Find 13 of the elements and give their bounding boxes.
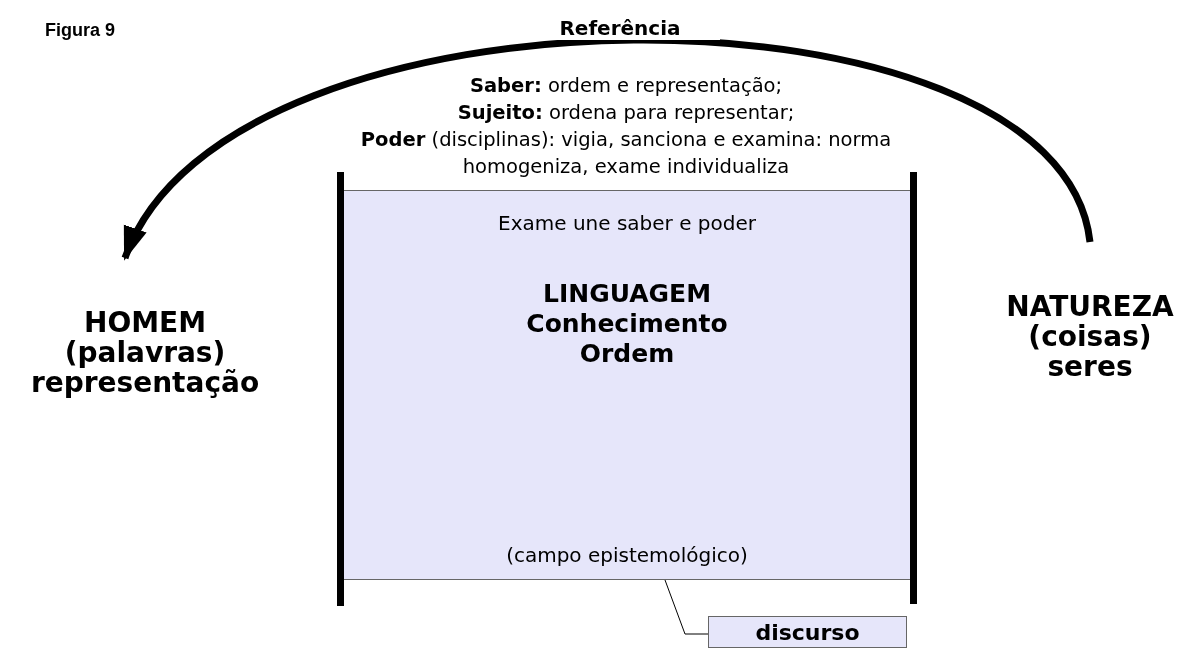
note-text: Sujeito: ordena para representar; <box>456 100 796 126</box>
panel-text: (campo epistemológico) <box>506 543 748 567</box>
concept-text: HOMEM (palavras) representação <box>29 308 261 398</box>
panel-text: Exame une saber e poder <box>498 211 756 235</box>
note-text: Poder (disciplinas): vigia, sanciona e examina: norma homogeniza, exame individualiza <box>359 127 893 180</box>
field-panel <box>344 190 910 580</box>
panel-text: LINGUAGEM Conhecimento Ordem <box>525 279 729 369</box>
concept-text: NATUREZA (coisas) seres <box>1005 292 1175 382</box>
leader-line <box>664 579 709 635</box>
note-text: Saber: ordem e representação; <box>468 73 784 99</box>
label-box: discurso <box>708 616 907 648</box>
curved-arrow <box>122 36 1094 261</box>
figure-number: Figura 9 <box>45 20 115 41</box>
